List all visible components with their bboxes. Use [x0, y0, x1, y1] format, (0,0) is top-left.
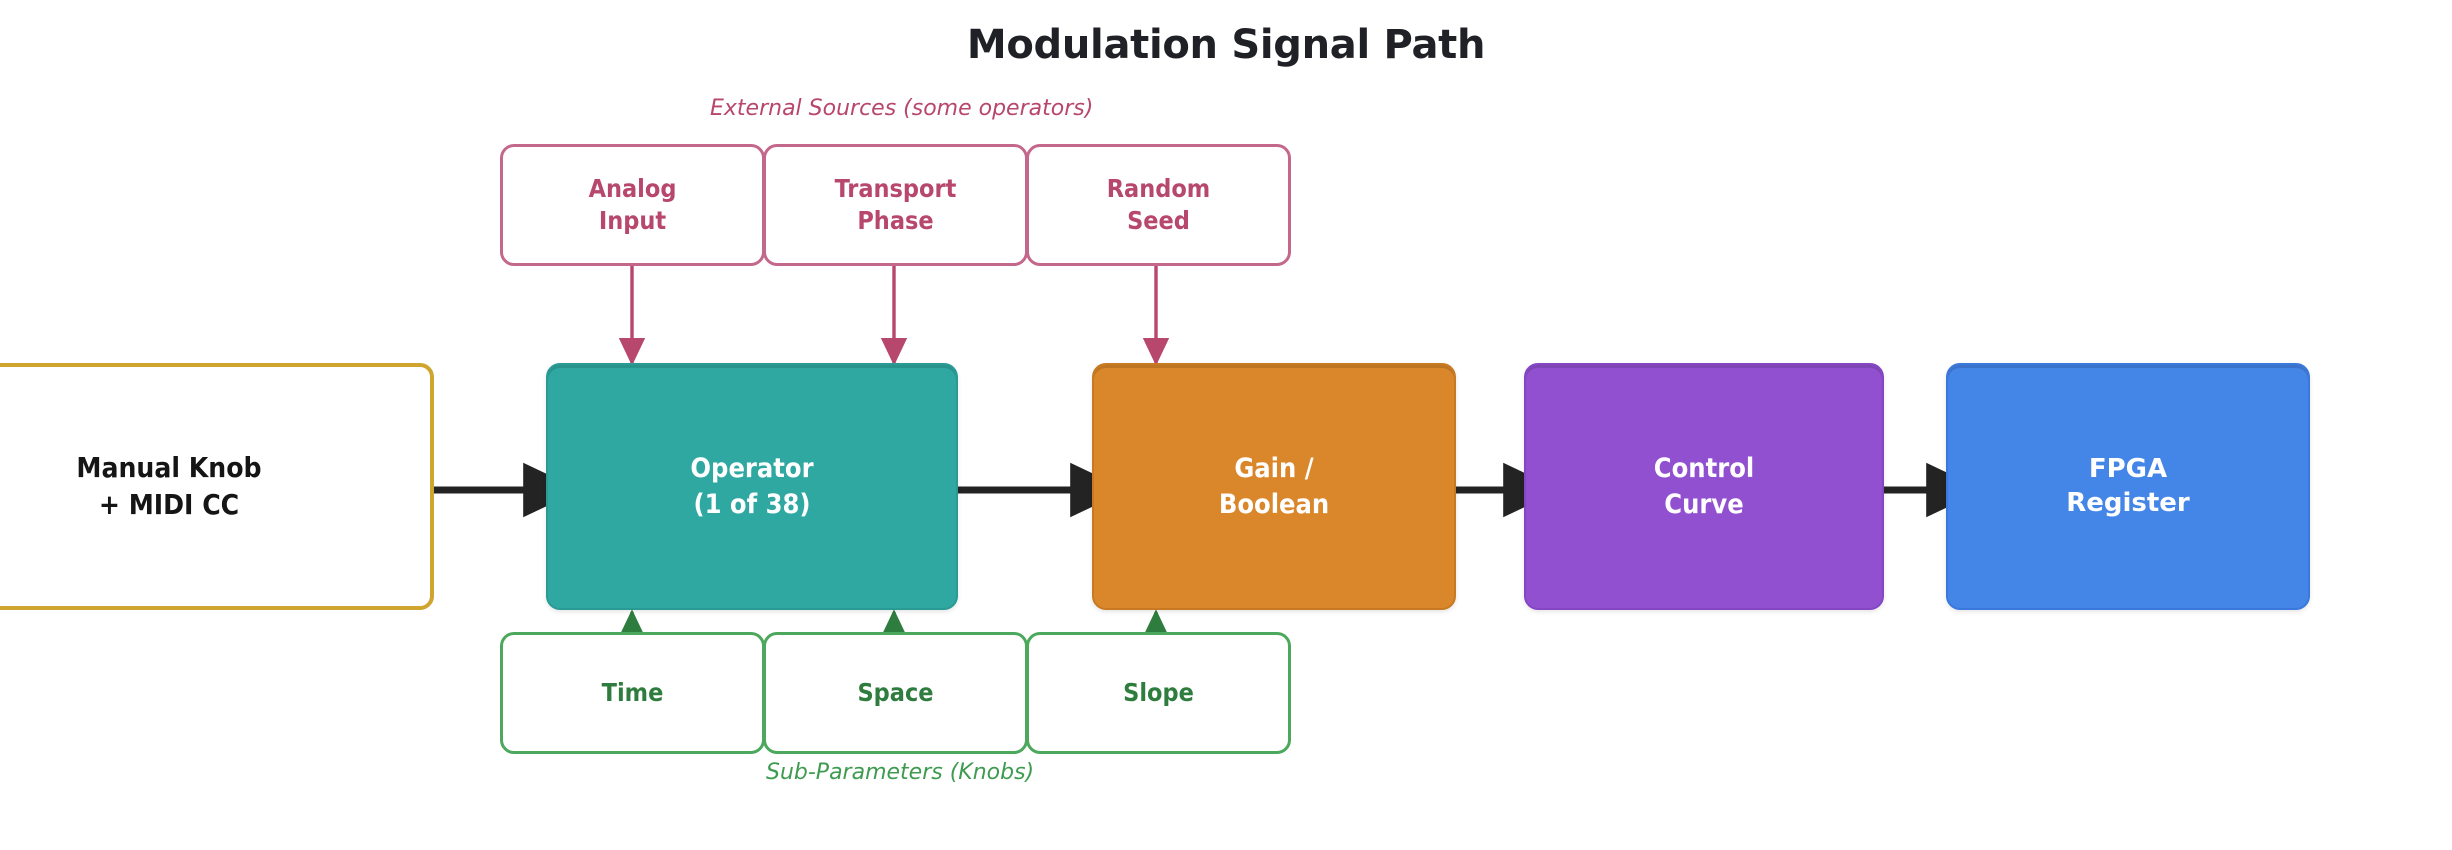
sub-parameters-caption: Sub-Parameters (Knobs): [766, 760, 1035, 785]
sub-parameter-slope[interactable]: Slope: [1026, 632, 1291, 754]
pipeline-node-control-curve[interactable]: Control Curve: [1524, 363, 1884, 610]
sub-parameter-time[interactable]: Time: [500, 632, 765, 754]
external-source-analog-input-label: Analog Input: [588, 173, 677, 236]
external-source-random-seed-label: Random Seed: [1106, 173, 1211, 236]
sub-parameter-space[interactable]: Space: [763, 632, 1028, 754]
external-source-analog-input[interactable]: Analog Input: [500, 144, 765, 266]
pipeline-node-fpga-register-label: FPGA Register: [2066, 453, 2190, 518]
external-source-random-seed[interactable]: Random Seed: [1026, 144, 1291, 266]
sub-parameter-slope-label: Slope: [1123, 677, 1194, 707]
external-source-transport-phase-label: Transport Phase: [834, 173, 957, 236]
sub-parameter-time-label: Time: [601, 677, 664, 707]
pipeline-node-manual-knob-label: Manual Knob + MIDI CC: [76, 451, 262, 521]
sub-parameter-space-label: Space: [857, 677, 934, 707]
external-sources-caption: External Sources (some operators): [710, 96, 1094, 121]
pipeline-node-gain-boolean-label: Gain / Boolean: [1218, 453, 1330, 520]
pipeline-node-gain-boolean[interactable]: Gain / Boolean: [1092, 363, 1456, 610]
pipeline-node-control-curve-label: Control Curve: [1653, 453, 1755, 520]
pipeline-node-fpga-register[interactable]: FPGA Register: [1946, 363, 2310, 610]
pipeline-node-manual-knob[interactable]: Manual Knob + MIDI CC: [0, 363, 434, 610]
pipeline-node-operator-label: Operator (1 of 38): [690, 453, 814, 520]
page-title: Modulation Signal Path: [966, 22, 1486, 68]
edge-external-group: [618, 266, 1170, 366]
pipeline-node-operator[interactable]: Operator (1 of 38): [546, 363, 958, 610]
external-source-transport-phase[interactable]: Transport Phase: [763, 144, 1028, 266]
edge-sub-group: [618, 609, 1170, 638]
